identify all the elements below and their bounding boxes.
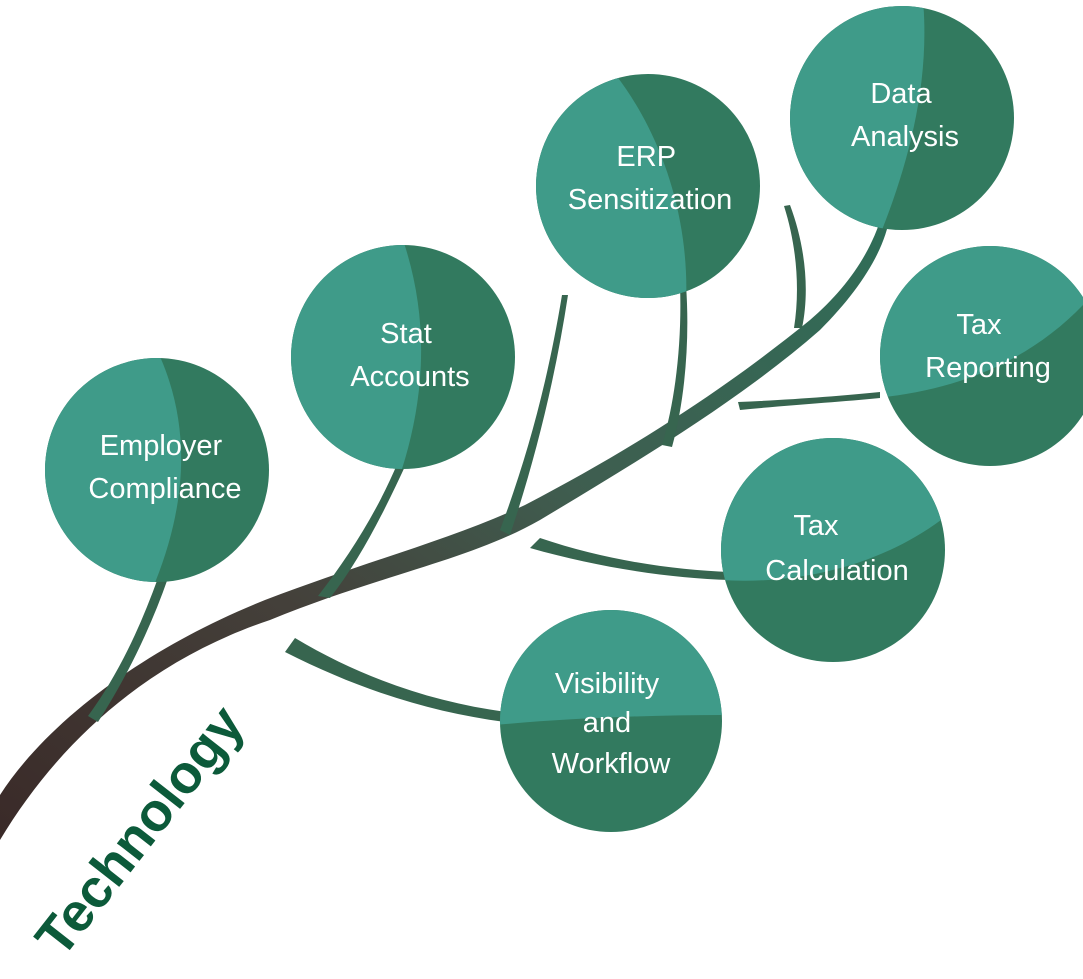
- node-tax-reporting: Tax Reporting: [880, 246, 1083, 466]
- branch-erp-left: [500, 295, 568, 535]
- node-visibility-and-workflow: Visibility and Workflow: [500, 610, 722, 832]
- node-label-stat: Stat Accounts: [350, 318, 469, 393]
- node-label-taxcalc: Tax Calculation: [765, 510, 908, 587]
- branch-stat: [318, 462, 407, 598]
- branch-taxrep: [738, 392, 880, 410]
- node-label-erp: ERP Sensitization: [568, 141, 732, 216]
- branch-employer: [88, 578, 168, 722]
- branch-erp-right: [662, 285, 688, 447]
- node-label-vis: Visibility and Workflow: [552, 668, 672, 780]
- node-label-data: Data Analysis: [851, 78, 959, 153]
- branch-vis: [285, 638, 506, 722]
- branch-taxcalc: [530, 538, 730, 580]
- node-stat-accounts: Stat Accounts: [291, 245, 515, 469]
- node-label-employer: Employer Compliance: [88, 430, 241, 505]
- tree-branches: [88, 205, 880, 722]
- node-data-analysis: Data Analysis: [790, 6, 1014, 230]
- node-label-taxrep: Tax Reporting: [925, 309, 1051, 384]
- node-tax-calculation: Tax Calculation: [721, 438, 945, 662]
- node-erp-sensitization: ERP Sensitization: [536, 74, 760, 298]
- node-employer-compliance: Employer Compliance: [45, 358, 269, 582]
- branch-data-spur: [784, 205, 806, 328]
